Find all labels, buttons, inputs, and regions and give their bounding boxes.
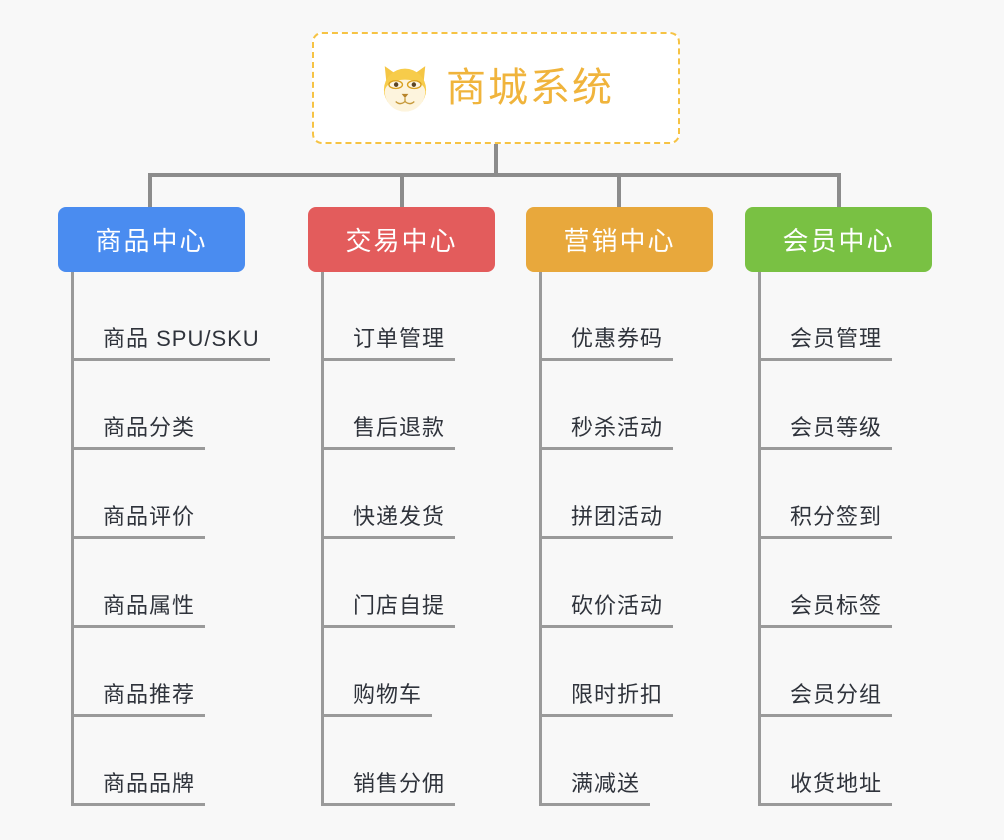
leaf-label: 订单管理 bbox=[321, 326, 456, 361]
leaf-item[interactable]: 商品属性 bbox=[71, 539, 206, 628]
connector-root-stem bbox=[494, 144, 498, 176]
leaf-item[interactable]: 限时折扣 bbox=[539, 628, 674, 717]
connector-bus bbox=[148, 173, 841, 177]
leaf-label: 门店自提 bbox=[321, 593, 456, 628]
branch-spine-4 bbox=[758, 272, 761, 806]
leaf-item[interactable]: 满减送 bbox=[539, 717, 651, 806]
leaf-label: 满减送 bbox=[539, 771, 651, 806]
branch-spine-2 bbox=[321, 272, 324, 806]
leaf-item[interactable]: 门店自提 bbox=[321, 539, 456, 628]
leaf-label: 售后退款 bbox=[321, 415, 456, 450]
leaf-label: 会员管理 bbox=[758, 326, 893, 361]
branch-header-1[interactable]: 商品中心 bbox=[58, 207, 245, 272]
branch-header-label-3: 营销中心 bbox=[563, 226, 676, 256]
branch-header-4[interactable]: 会员中心 bbox=[745, 207, 932, 272]
root-node[interactable]: 商城系统 bbox=[312, 32, 680, 144]
root-label: 商城系统 bbox=[446, 66, 614, 110]
leaf-label: 商品推荐 bbox=[71, 682, 206, 717]
leaf-item[interactable]: 销售分佣 bbox=[321, 717, 456, 806]
leaf-item[interactable]: 购物车 bbox=[321, 628, 433, 717]
branch-header-2[interactable]: 交易中心 bbox=[308, 207, 495, 272]
leaf-label: 会员等级 bbox=[758, 415, 893, 450]
leaf-item[interactable]: 会员等级 bbox=[758, 361, 893, 450]
shiba-dog-face-icon bbox=[383, 66, 427, 112]
leaf-label: 秒杀活动 bbox=[539, 415, 674, 450]
leaf-label: 积分签到 bbox=[758, 504, 893, 539]
leaf-item[interactable]: 售后退款 bbox=[321, 361, 456, 450]
leaf-label: 砍价活动 bbox=[539, 593, 674, 628]
leaf-label: 销售分佣 bbox=[321, 771, 456, 806]
leaf-label: 限时折扣 bbox=[539, 682, 674, 717]
connector-drop-4 bbox=[837, 173, 841, 209]
leaf-label: 商品 SPU/SKU bbox=[71, 326, 270, 361]
branch-header-label-1: 商品中心 bbox=[95, 226, 208, 256]
leaf-item[interactable]: 优惠券码 bbox=[539, 272, 674, 361]
branch-header-3[interactable]: 营销中心 bbox=[526, 207, 713, 272]
leaf-item[interactable]: 秒杀活动 bbox=[539, 361, 674, 450]
leaf-item[interactable]: 订单管理 bbox=[321, 272, 456, 361]
leaf-item[interactable]: 商品品牌 bbox=[71, 717, 206, 806]
leaf-item[interactable]: 会员管理 bbox=[758, 272, 893, 361]
leaf-item[interactable]: 会员分组 bbox=[758, 628, 893, 717]
leaf-label: 拼团活动 bbox=[539, 504, 674, 539]
leaf-label: 购物车 bbox=[321, 682, 433, 717]
leaf-label: 商品属性 bbox=[71, 593, 206, 628]
leaf-item[interactable]: 商品评价 bbox=[71, 450, 206, 539]
leaf-item[interactable]: 积分签到 bbox=[758, 450, 893, 539]
leaf-label: 会员分组 bbox=[758, 682, 893, 717]
leaf-item[interactable]: 商品推荐 bbox=[71, 628, 206, 717]
leaf-label: 优惠券码 bbox=[539, 326, 674, 361]
branch-spine-3 bbox=[539, 272, 542, 806]
leaf-item[interactable]: 会员标签 bbox=[758, 539, 893, 628]
leaf-label: 收货地址 bbox=[758, 771, 893, 806]
leaf-label: 商品评价 bbox=[71, 504, 206, 539]
branch-header-label-2: 交易中心 bbox=[345, 226, 458, 256]
leaf-item[interactable]: 收货地址 bbox=[758, 717, 893, 806]
connector-drop-2 bbox=[400, 173, 404, 209]
leaf-item[interactable]: 快递发货 bbox=[321, 450, 456, 539]
leaf-label: 会员标签 bbox=[758, 593, 893, 628]
branch-spine-1 bbox=[71, 272, 74, 806]
branch-header-label-4: 会员中心 bbox=[782, 226, 895, 256]
connector-drop-3 bbox=[617, 173, 621, 209]
leaf-item[interactable]: 拼团活动 bbox=[539, 450, 674, 539]
connector-drop-1 bbox=[148, 173, 152, 209]
leaf-item[interactable]: 商品 SPU/SKU bbox=[71, 272, 270, 361]
leaf-label: 快递发货 bbox=[321, 504, 456, 539]
leaf-item[interactable]: 商品分类 bbox=[71, 361, 206, 450]
leaf-label: 商品分类 bbox=[71, 415, 206, 450]
leaf-item[interactable]: 砍价活动 bbox=[539, 539, 674, 628]
leaf-label: 商品品牌 bbox=[71, 771, 206, 806]
